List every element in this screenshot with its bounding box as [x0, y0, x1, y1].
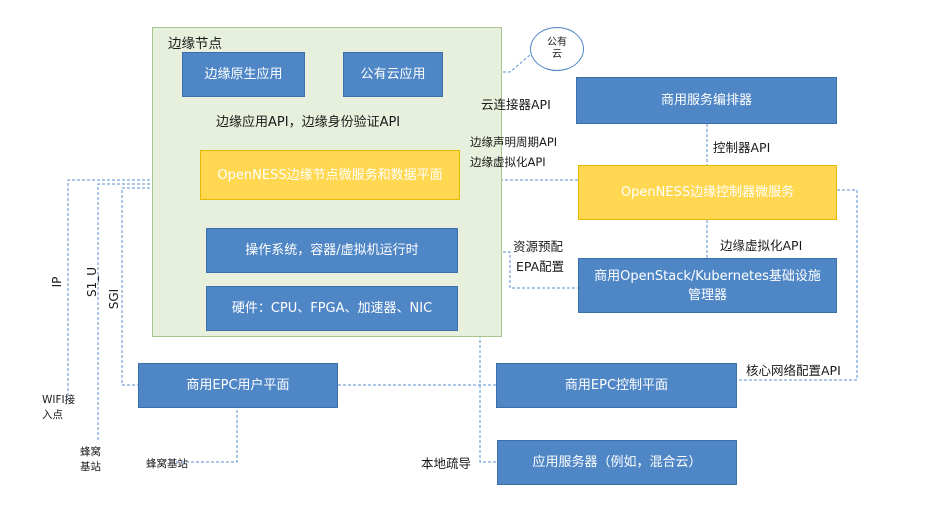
hardware-box: 硬件：CPU、FPGA、加速器、NIC [206, 286, 458, 331]
os-runtime-box: 操作系统，容器/虚拟机运行时 [206, 228, 458, 273]
infra-manager-box: 商用OpenStack/Kubernetes基础设施管理器 [578, 258, 837, 313]
controller-api-label: 控制器API [713, 140, 771, 155]
edge-native-app-box: 边缘原生应用 [182, 52, 305, 97]
edge-virt-api-right-label: 边缘虚拟化API [720, 238, 803, 253]
public-cloud-icon: 公有 云 [530, 27, 584, 71]
public-cloud-label: 公有 云 [547, 37, 567, 60]
cellular-bs2-label: 蜂窝基站 [146, 458, 188, 470]
local-breakout-label: 本地疏导 [421, 456, 472, 471]
epa-config-label: EPA配置 [516, 259, 565, 274]
edge-app-api-label: 边缘应用API，边缘身份验证API [216, 115, 401, 130]
cellular-bs-label: 蜂窝 基站 [80, 446, 101, 473]
edge-node-title: 边缘节点 [168, 36, 222, 52]
openness-edge-node-box: OpenNESS边缘节点微服务和数据平面 [200, 150, 460, 200]
wifi-ap-label: WIFI接 入点 [42, 394, 76, 421]
public-cloud-app-box: 公有云应用 [343, 52, 443, 97]
ip-label: IP [50, 276, 64, 288]
app-server-box: 应用服务器（例如，混合云） [497, 440, 737, 485]
s1u-label: S1_U [85, 266, 99, 298]
core-network-api-label: 核心网络配置API [746, 363, 841, 378]
edge-lifecycle-api-label: 边缘声明周期API [470, 135, 558, 149]
resource-provision-label: 资源预配 [513, 239, 564, 254]
sgi-label: SGI [107, 288, 121, 310]
cloud-connector-api-label: 云连接器API [481, 97, 551, 112]
openness-controller-box: OpenNESS边缘控制器微服务 [578, 165, 837, 220]
orchestrator-box: 商用服务编排器 [576, 77, 837, 124]
epc-user-plane-box: 商用EPC用户平面 [138, 363, 338, 408]
edge-virt-api-mid-label: 边缘虚拟化API [470, 155, 546, 169]
epc-control-plane-box: 商用EPC控制平面 [496, 363, 737, 408]
